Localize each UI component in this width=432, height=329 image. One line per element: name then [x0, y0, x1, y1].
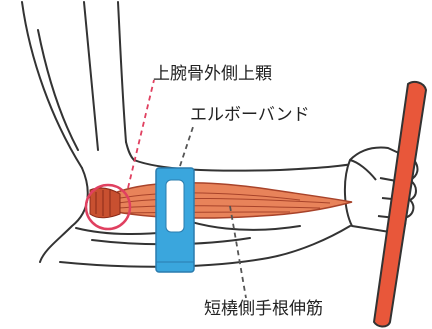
- extensor-muscle: [108, 183, 352, 218]
- epicondyle-leader-line: [128, 80, 154, 188]
- extensor-muscle-label: 短橈側手根伸筋: [204, 301, 323, 318]
- lateral-epicondyle-label: 上腕骨外側上顆: [153, 66, 272, 83]
- tendon-origin: [90, 188, 120, 218]
- band-leader-line: [180, 124, 194, 166]
- elbow-band: [156, 168, 194, 272]
- muscle-leader-line: [230, 206, 246, 298]
- upper-arm: [22, 2, 134, 168]
- elbow-band-label: エルボーバンド: [190, 107, 310, 124]
